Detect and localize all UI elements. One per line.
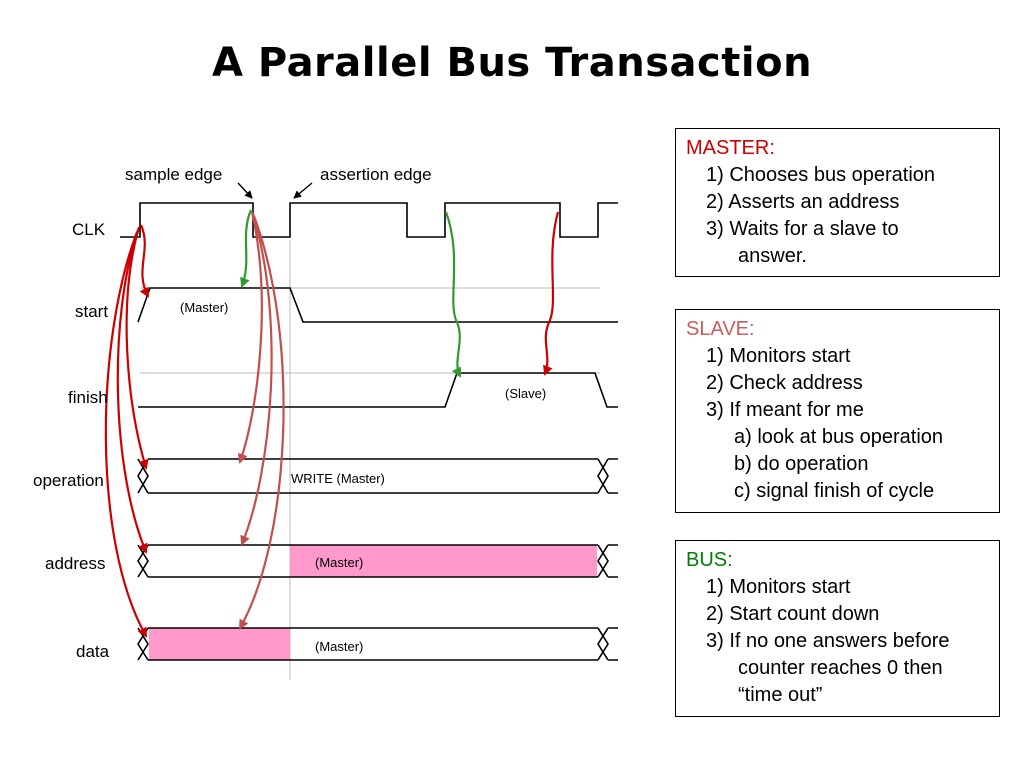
master-heading: MASTER: — [686, 137, 775, 159]
slave-box: SLAVE: 1) Monitors start 2) Check addres… — [675, 309, 1000, 513]
bus-heading: BUS: — [686, 549, 733, 571]
arrow-sample-to-address — [240, 213, 273, 546]
arrow-clk-to-finish-sample — [543, 211, 560, 376]
data-value-label: (Master) — [315, 639, 363, 654]
master-list: 1) Chooses bus operation 2) Asserts an a… — [686, 162, 999, 270]
list-item: 3) Waits for a slave to — [706, 218, 899, 240]
data-highlight — [149, 628, 290, 660]
list-item: 2) Check address — [706, 372, 863, 394]
list-item: 1) Chooses bus operation — [706, 164, 936, 186]
signal-label-data: data — [76, 642, 110, 661]
address-bus — [137, 544, 618, 578]
signal-label-address: address — [45, 554, 105, 573]
arrow-sample-to-operation — [237, 211, 263, 464]
operation-value-label: WRITE (Master) — [291, 471, 385, 486]
signal-label-operation: operation — [33, 471, 104, 490]
start-value-label: (Master) — [180, 300, 228, 315]
timing-diagram: sample edge assertion edge CLK start fin… — [33, 165, 618, 680]
clk-waveform — [120, 202, 618, 238]
bus-box: BUS: 1) Monitors start 2) Start count do… — [675, 540, 1000, 717]
list-item: 3) If no one answers before — [706, 630, 950, 652]
list-item: counter reaches 0 then — [738, 657, 943, 679]
arrow-clk-to-finish — [444, 211, 462, 378]
signal-label-finish: finish — [68, 388, 108, 407]
arrow-sample-to-start — [240, 209, 253, 288]
list-item: 3) If meant for me — [706, 399, 864, 421]
bus-list: 1) Monitors start 2) Start count down 3)… — [686, 574, 999, 709]
finish-waveform — [138, 372, 618, 408]
arrow-clk-to-data — [104, 231, 147, 638]
data-bus — [137, 627, 618, 661]
signal-label-start: start — [75, 302, 108, 321]
signal-label-clk: CLK — [72, 220, 106, 239]
finish-value-label: (Slave) — [505, 386, 546, 401]
address-highlight — [290, 545, 597, 577]
list-item: 2) Start count down — [706, 603, 880, 625]
list-item: c) signal finish of cycle — [734, 480, 935, 502]
arrow-clk-to-operation — [125, 226, 149, 470]
list-item: 2) Asserts an address — [706, 191, 900, 213]
address-value-label: (Master) — [315, 555, 363, 570]
arrow-sample-to-data — [239, 215, 285, 630]
list-item: “time out” — [738, 684, 823, 706]
operation-bus — [137, 458, 618, 494]
arrow-clk-to-address — [116, 229, 148, 554]
arrow-clk-to-start — [139, 224, 149, 298]
list-item: answer. — [738, 245, 807, 267]
list-item: a) look at bus operation — [734, 426, 944, 448]
assertion-edge-label: assertion edge — [320, 165, 432, 184]
start-waveform — [137, 287, 618, 323]
sample-edge-label: sample edge — [125, 165, 222, 184]
list-item: 1) Monitors start — [706, 345, 851, 367]
assertion-edge-pointer — [293, 182, 313, 199]
sample-edge-pointer — [237, 182, 253, 199]
slave-heading: SLAVE: — [686, 318, 755, 340]
page-title: A Parallel Bus Transaction — [211, 40, 813, 86]
slave-list: 1) Monitors start 2) Check address 3) If… — [686, 343, 999, 505]
list-item: 1) Monitors start — [706, 576, 851, 598]
list-item: b) do operation — [734, 453, 869, 475]
master-box: MASTER: 1) Chooses bus operation 2) Asse… — [675, 128, 1000, 277]
